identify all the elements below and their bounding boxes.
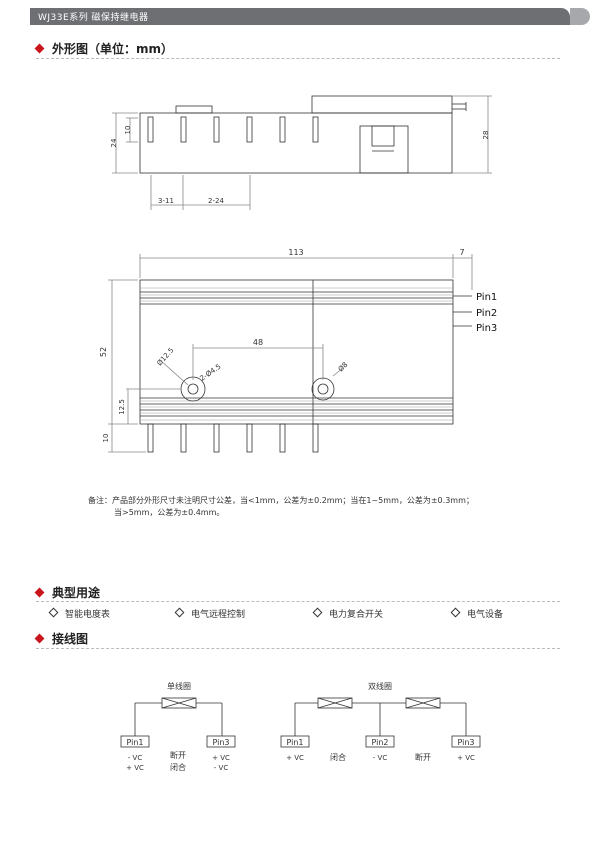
- dim-pitch-a: 3-11: [158, 197, 174, 205]
- double-pol-c: + VC: [457, 754, 475, 762]
- double-coil-diagram: [280, 697, 481, 748]
- pin3-label: Pin3: [476, 323, 497, 334]
- double-pin-c: Pin3: [457, 738, 474, 747]
- single-state-open: 断开: [170, 750, 186, 760]
- dim-7: 7: [459, 248, 464, 257]
- double-state-closed: 闭合: [330, 752, 346, 762]
- dim-hole-12-5: Ø12.5: [156, 346, 176, 367]
- section-dimensions-label: 外形图（单位：mm）: [52, 42, 174, 56]
- dim-top-28: 28: [482, 131, 490, 140]
- double-pin-b: Pin2: [371, 738, 388, 747]
- top-view-pins: [147, 116, 319, 143]
- mount-hole-small: [311, 377, 335, 401]
- divider: [36, 648, 560, 649]
- hollow-diamond-icon: [174, 607, 185, 618]
- application-item: 电力复合开关: [312, 607, 384, 620]
- note-line-1: 备注：产品部分外形尺寸未注明尺寸公差，当<1mm，公差为±0.2mm；当在1~5…: [88, 496, 474, 505]
- tolerance-note: 备注：产品部分外形尺寸未注明尺寸公差，当<1mm，公差为±0.2mm；当在1~5…: [88, 495, 508, 519]
- front-view-body: [139, 279, 454, 425]
- single-pin-b: Pin3: [212, 738, 229, 747]
- single-pol-a1: - VC: [128, 754, 143, 762]
- hollow-diamond-icon: [312, 607, 323, 618]
- divider: [36, 601, 560, 602]
- dim-52: 52: [99, 347, 108, 357]
- dim-113: 113: [288, 248, 303, 257]
- note-line-2: 当>5mm，公差为±0.4mm。: [114, 508, 225, 517]
- top-view-step: [311, 95, 453, 114]
- double-pol-a: + VC: [286, 754, 304, 762]
- front-view-pins: [147, 423, 319, 453]
- application-label: 电气设备: [467, 610, 504, 620]
- application-item: 智能电度表: [48, 607, 111, 620]
- dim-front-10: 10: [102, 434, 110, 443]
- hollow-diamond-icon: [450, 607, 461, 618]
- single-pol-b2: - VC: [214, 764, 229, 772]
- series-title: WJ33E系列 磁保持继电器: [38, 13, 149, 23]
- diamond-bullet-icon: [34, 587, 45, 598]
- dim-hole-4-5: 2-Ø4.5: [199, 363, 223, 383]
- single-pin-a: Pin1: [126, 738, 143, 747]
- header-bar: [30, 8, 570, 25]
- pin2-label: Pin2: [476, 308, 497, 319]
- double-state-open: 断开: [415, 752, 431, 762]
- dim-top-10: 10: [124, 126, 132, 135]
- application-item: 电气远程控制: [174, 607, 246, 620]
- double-pol-b: - VC: [373, 754, 388, 762]
- section-applications: 典型用途: [34, 584, 101, 601]
- double-pin-a: Pin1: [286, 738, 303, 747]
- application-label: 智能电度表: [65, 610, 111, 620]
- section-wiring: 接线图: [34, 630, 89, 647]
- dim-top-24: 24: [110, 138, 118, 147]
- divider: [36, 58, 560, 59]
- dim-pitch-b: 2-24: [208, 197, 224, 205]
- single-pol-b1: + VC: [212, 754, 230, 762]
- double-coil-title: 双线圈: [368, 681, 392, 691]
- single-coil-title: 单线圈: [167, 681, 191, 691]
- top-view-window: [359, 125, 409, 174]
- application-item: 电气设备: [450, 607, 504, 620]
- header-accent: [570, 8, 590, 25]
- top-view-tab: [175, 105, 213, 114]
- section-wiring-label: 接线图: [52, 632, 89, 646]
- pin1-box: [120, 735, 150, 748]
- application-label: 电气远程控制: [191, 610, 246, 620]
- pin3-box: [206, 735, 236, 748]
- dim-48: 48: [253, 338, 263, 347]
- diamond-bullet-icon: [34, 633, 45, 644]
- dim-12-5: 12.5: [118, 399, 126, 415]
- single-pol-a2: + VC: [126, 764, 144, 772]
- single-coil-diagram: [120, 697, 236, 748]
- section-dimensions: 外形图（单位：mm）: [34, 40, 174, 57]
- top-view-body: [139, 112, 453, 174]
- hollow-diamond-icon: [48, 607, 59, 618]
- pin1-label: Pin1: [476, 292, 497, 303]
- single-state-closed: 闭合: [170, 762, 186, 772]
- page-header: WJ33E系列 磁保持继电器: [30, 8, 590, 25]
- section-applications-label: 典型用途: [52, 586, 101, 600]
- application-label: 电力复合开关: [329, 610, 384, 620]
